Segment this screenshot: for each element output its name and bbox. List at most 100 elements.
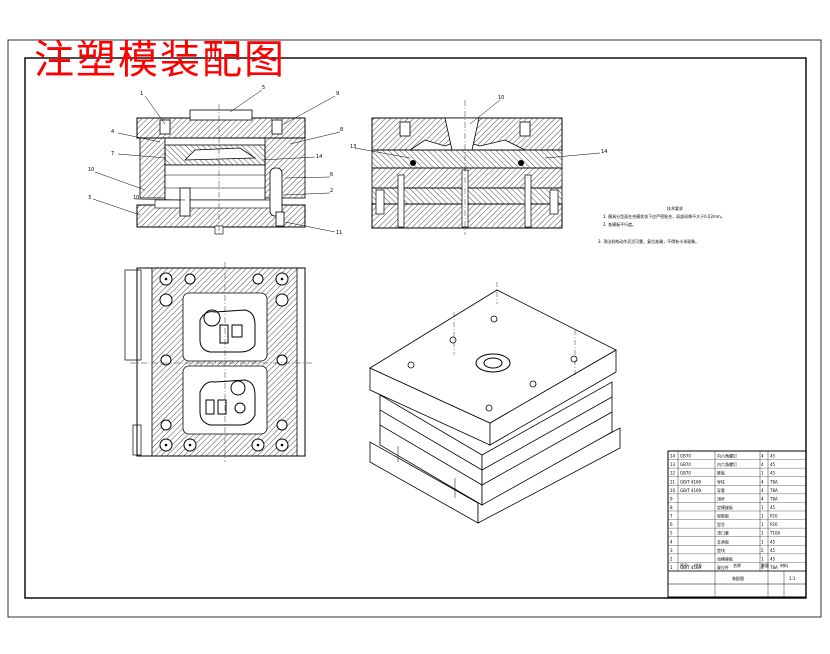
bom-cell: GB70	[680, 471, 691, 476]
tech-heading: 技术要求	[667, 205, 683, 211]
bom-cell: 45	[770, 462, 776, 467]
bom-header-no: 序号	[680, 562, 688, 568]
bom-cell: 12	[670, 471, 676, 476]
bom-cell: 7	[670, 514, 673, 519]
bom-cell: 14	[670, 454, 676, 459]
bom-cell: 垫块	[717, 547, 725, 553]
bom-cell: 内六角螺钉	[717, 461, 737, 467]
bom-cell: 1	[761, 531, 764, 536]
bom-cell: 4	[761, 496, 764, 501]
title-block-name: 装配图	[732, 575, 744, 581]
bom-cell: GB/T 4169	[680, 488, 702, 493]
bom-cell: 1	[761, 522, 764, 527]
callout-b-10: 10	[498, 95, 504, 101]
bom-cell: 4	[761, 479, 764, 484]
bom-header-code: 代号	[694, 562, 702, 568]
bom-cell: P20	[770, 514, 778, 519]
callout-14: 14	[316, 154, 322, 160]
tech-line-1: 1. 模具分型面在合模状态下应严密贴合，局部间隙不大于0.02mm。	[603, 213, 725, 219]
callout-11: 11	[336, 230, 342, 236]
page-title: 注塑模装配图	[34, 37, 286, 83]
bom-cell: P20	[770, 522, 778, 527]
bom-cell: 4	[761, 454, 764, 459]
callout-9: 9	[336, 91, 339, 97]
bom-cell: 5	[670, 531, 673, 536]
technical-requirements: 技术要求 1. 模具分型面在合模状态下应严密贴合，局部间隙不大于0.02mm。 …	[598, 205, 725, 244]
bom-cell: 1	[761, 505, 764, 510]
callout-4: 4	[111, 129, 114, 135]
bom-header-qty: 数量	[761, 562, 769, 568]
title-block-scale: 1:1	[789, 576, 796, 581]
bom-cell: 2	[670, 556, 673, 561]
bom-cell: 内六角螺钉	[717, 453, 737, 459]
callout-b-14: 14	[601, 149, 607, 155]
callout-10: 10	[88, 167, 94, 173]
bom-cell: 型芯	[717, 521, 725, 527]
section-view-b: 10 13 14	[350, 95, 607, 235]
bom-cell: T8A	[769, 496, 778, 501]
bom-cell: 4	[761, 488, 764, 493]
bom-cell: T8A	[769, 565, 778, 570]
bom-cell: 复位杆	[717, 564, 729, 570]
inner-border	[24, 57, 807, 599]
bom-cell: 1	[761, 556, 764, 561]
bom-cell: 2	[761, 548, 764, 553]
callout-5: 5	[262, 85, 265, 91]
bom-cell: 顶杆	[717, 495, 725, 501]
bom-cell: 45	[770, 548, 776, 553]
plan-view	[124, 262, 312, 462]
bom-cell: 4	[670, 539, 673, 544]
bom-cell: 9	[670, 496, 673, 501]
callout-6: 6	[330, 172, 333, 178]
bom-cell: T8A	[769, 488, 778, 493]
bom-cell: 动模座板	[717, 555, 733, 561]
callout-b-13: 13	[350, 144, 356, 150]
bom-cell: 定模座板	[717, 504, 733, 510]
bom-cell: 1	[670, 565, 673, 570]
bom-header-name: 名称	[733, 562, 741, 568]
bom-cell: GB70	[680, 462, 691, 467]
bom-cell: 10	[670, 488, 676, 493]
section-view-a: 1 5 9 4 8 7 14 6 10 2 3 10 11	[88, 85, 343, 236]
bom-cell: 45	[770, 539, 776, 544]
bom-cell: GB70	[680, 454, 691, 459]
bom-cell: 45	[770, 471, 776, 476]
bom-cell: 4	[761, 565, 764, 570]
isometric-view	[369, 282, 621, 524]
bom-cell: 推板	[717, 470, 725, 476]
bom-cell: 支承板	[717, 538, 729, 544]
callout-2: 2	[330, 188, 333, 194]
bom-cell: 型腔板	[717, 513, 729, 519]
bom-cell: GB/T 4169	[680, 479, 702, 484]
bom-cell: 11	[670, 479, 676, 484]
bom-cell: 13	[670, 462, 676, 467]
bom-cell: 45	[770, 505, 776, 510]
bom-cell: 导柱	[717, 478, 725, 484]
bom-cell: T8A	[769, 479, 778, 484]
callout-7: 7	[111, 151, 114, 157]
bom-cell: 浇口套	[717, 530, 729, 536]
bom-cell: 1	[761, 471, 764, 476]
bom-cell: 4	[761, 462, 764, 467]
tech-line-2: 2. 各模板平行度。	[603, 221, 636, 227]
bom-cell: 45	[770, 556, 776, 561]
callout-3: 3	[88, 195, 91, 201]
bom-cell: 6	[670, 522, 673, 527]
bom-cell: 1	[761, 514, 764, 519]
bom-cell: GB/T 4169	[680, 565, 702, 570]
bom-cell: T10A	[769, 531, 781, 536]
bom-cell: 1	[761, 539, 764, 544]
callout-1: 1	[140, 91, 143, 97]
outer-border	[7, 39, 822, 618]
callout-3b: 10	[133, 195, 139, 201]
bom-header-mat: 材料	[780, 562, 788, 568]
bom-cell: 3	[670, 548, 673, 553]
tech-line-3: 3. 顶出机构动作灵活可靠，复位准确，不得有卡滞现象。	[598, 238, 699, 244]
bom-cell: 45	[770, 454, 776, 459]
bom-cell: 导套	[717, 487, 725, 493]
callout-8: 8	[340, 127, 343, 133]
bom-cell: 8	[670, 505, 673, 510]
